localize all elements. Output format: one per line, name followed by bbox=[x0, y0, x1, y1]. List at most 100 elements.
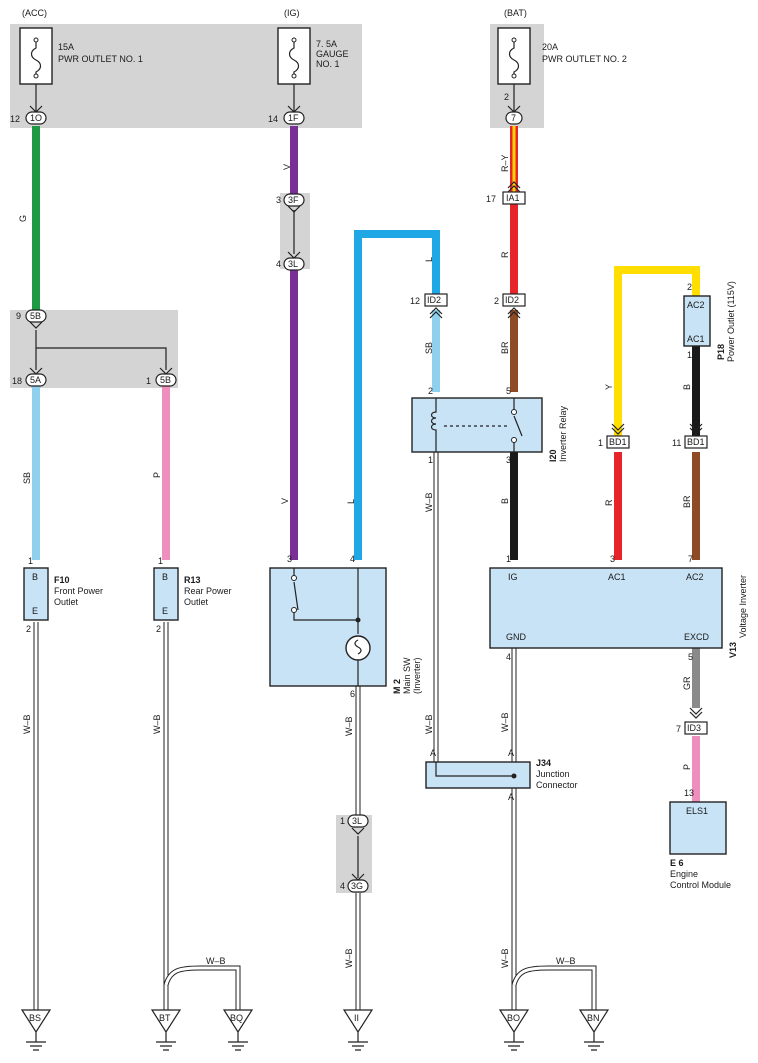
svg-text:12: 12 bbox=[10, 114, 20, 124]
fuse-acc-name: PWR OUTLET NO. 1 bbox=[58, 54, 143, 64]
svg-text:2: 2 bbox=[156, 624, 161, 634]
svg-text:L: L bbox=[424, 257, 434, 262]
svg-text:9: 9 bbox=[16, 311, 21, 321]
svg-text:V: V bbox=[280, 498, 290, 504]
svg-text:G: G bbox=[18, 215, 28, 222]
svg-text:Outlet: Outlet bbox=[184, 597, 209, 607]
svg-text:5B: 5B bbox=[160, 375, 171, 385]
svg-text:7: 7 bbox=[688, 554, 693, 564]
fuse-acc-rating: 15A bbox=[58, 42, 74, 52]
connector-3F: 3F 3 bbox=[276, 193, 305, 213]
component-r13: B E 1 2 R13 Rear Power Outlet bbox=[153, 556, 232, 634]
svg-text:5: 5 bbox=[688, 652, 693, 662]
svg-text:W–B: W–B bbox=[206, 956, 226, 966]
svg-text:B: B bbox=[500, 498, 510, 504]
svg-text:4: 4 bbox=[276, 259, 281, 269]
svg-text:I20: I20 bbox=[548, 449, 558, 462]
svg-text:3F: 3F bbox=[288, 195, 299, 205]
svg-text:5: 5 bbox=[506, 386, 511, 396]
svg-text:BR: BR bbox=[682, 495, 692, 508]
svg-text:12: 12 bbox=[410, 296, 420, 306]
svg-text:4: 4 bbox=[350, 554, 355, 564]
connector-5B-r13: 5B 1 bbox=[146, 367, 177, 387]
svg-text:R13: R13 bbox=[184, 575, 201, 585]
svg-text:Outlet: Outlet bbox=[54, 597, 79, 607]
connector-BD1-y: BD1 1 bbox=[598, 423, 630, 449]
svg-text:E 6: E 6 bbox=[670, 858, 684, 868]
svg-text:B: B bbox=[32, 572, 38, 582]
wire-sky-blue-relay bbox=[432, 310, 440, 392]
svg-text:GND: GND bbox=[506, 632, 527, 642]
source-ig: (IG) bbox=[284, 8, 300, 18]
svg-text:3L: 3L bbox=[288, 259, 298, 269]
wire-brown-relay bbox=[510, 310, 518, 392]
svg-text:BS: BS bbox=[29, 1013, 41, 1023]
svg-text:F10: F10 bbox=[54, 575, 70, 585]
svg-text:1O: 1O bbox=[30, 113, 42, 123]
connector-7: 7 2 bbox=[504, 92, 523, 125]
svg-text:Inverter Relay: Inverter Relay bbox=[558, 405, 568, 462]
connector-1O: 1O 12 bbox=[10, 105, 47, 125]
component-f10: B E 1 2 F10 Front Power Outlet bbox=[23, 556, 103, 634]
component-p18-power-outlet: AC2 AC1 2 1 P18 Power Outlet (115V) bbox=[683, 281, 736, 362]
svg-text:3: 3 bbox=[276, 195, 281, 205]
svg-text:R: R bbox=[500, 251, 510, 258]
svg-text:J34: J34 bbox=[536, 758, 551, 768]
svg-text:A: A bbox=[508, 792, 514, 802]
svg-text:Y: Y bbox=[604, 384, 614, 390]
wire-labels: G V R–Y R L SB BR SB P V L W–B B Y B R B… bbox=[18, 154, 692, 968]
svg-text:W–B: W–B bbox=[500, 712, 510, 732]
connector-1F: 1F 14 bbox=[268, 105, 305, 125]
wire-pink-r13 bbox=[162, 386, 170, 560]
ground-ii: II bbox=[342, 1009, 374, 1051]
svg-text:1F: 1F bbox=[288, 113, 299, 123]
svg-text:1: 1 bbox=[598, 438, 603, 448]
connector-5B: 5B 9 bbox=[16, 309, 47, 329]
svg-text:ELS1: ELS1 bbox=[686, 806, 708, 816]
svg-text:Connector: Connector bbox=[536, 780, 578, 790]
component-j34-junction-connector: A A A J34 Junction Connector bbox=[425, 748, 578, 802]
svg-text:W–B: W–B bbox=[344, 948, 354, 968]
svg-text:E: E bbox=[162, 606, 168, 616]
wire-red-upper bbox=[510, 204, 518, 294]
svg-text:Power Outlet (115V): Power Outlet (115V) bbox=[726, 281, 736, 362]
svg-text:Control Module: Control Module bbox=[670, 880, 731, 890]
svg-text:2: 2 bbox=[504, 92, 509, 102]
svg-text:P: P bbox=[152, 472, 162, 478]
svg-text:3: 3 bbox=[506, 455, 511, 465]
svg-text:R–Y: R–Y bbox=[500, 154, 510, 172]
source-acc: (ACC) bbox=[22, 8, 47, 18]
svg-text:BD1: BD1 bbox=[609, 437, 627, 447]
connector-3L: 3L 4 bbox=[276, 251, 305, 271]
svg-text:Voltage Inverter: Voltage Inverter bbox=[738, 575, 748, 638]
wb-wires bbox=[33, 452, 597, 1010]
svg-text:B: B bbox=[682, 384, 692, 390]
ground-bn: BN bbox=[578, 1009, 610, 1051]
svg-text:A: A bbox=[508, 748, 514, 758]
wire-black-ig bbox=[510, 452, 518, 560]
svg-text:II: II bbox=[354, 1013, 359, 1023]
svg-text:Junction: Junction bbox=[536, 769, 570, 779]
component-e6-engine-control-module: ELS1 13 E 6 Engine Control Module bbox=[669, 788, 731, 890]
svg-text:1: 1 bbox=[428, 455, 433, 465]
component-m2-main-switch: 3 4 6 M 2 Main SW (Inverter) bbox=[269, 554, 422, 699]
svg-text:W–B: W–B bbox=[500, 948, 510, 968]
svg-text:14: 14 bbox=[268, 114, 278, 124]
connector-3L-lower: 3L 1 bbox=[340, 814, 369, 835]
svg-text:AC1: AC1 bbox=[608, 572, 626, 582]
wire-yellow bbox=[614, 266, 700, 440]
wire-gray-excd bbox=[692, 648, 700, 708]
svg-text:4: 4 bbox=[506, 652, 511, 662]
connector-5A: 5A 18 bbox=[12, 367, 47, 387]
svg-text:GR: GR bbox=[682, 676, 692, 690]
connector-IA1: IA1 17 bbox=[486, 181, 526, 205]
svg-text:1: 1 bbox=[158, 556, 163, 566]
svg-text:P: P bbox=[682, 764, 692, 770]
svg-text:ID2: ID2 bbox=[427, 295, 441, 305]
svg-text:W–B: W–B bbox=[152, 714, 162, 734]
connector-3G: 3G 4 bbox=[340, 873, 369, 893]
ground-bq: BQ bbox=[222, 1009, 254, 1051]
wire-red-ac1 bbox=[614, 452, 622, 560]
svg-text:18: 18 bbox=[12, 376, 22, 386]
connector-ID2-sb: ID2 12 bbox=[410, 293, 448, 319]
